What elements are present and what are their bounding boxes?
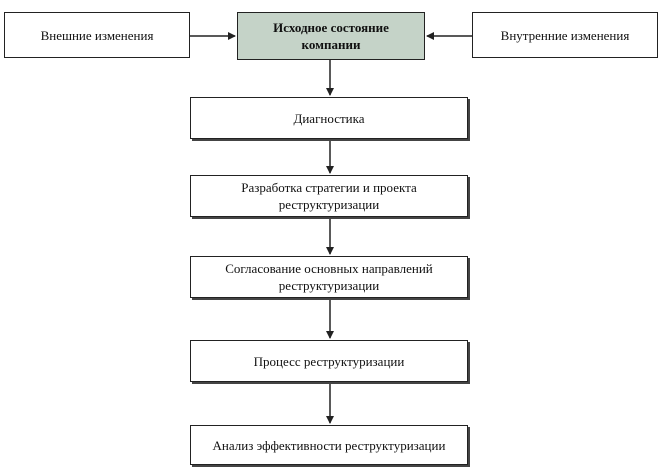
- initial-state-label: Исходное состояние компании: [273, 20, 389, 52]
- internal-changes-label: Внутренние изменения: [500, 27, 630, 43]
- step-diagnostics-box: Диагностика: [190, 97, 468, 139]
- step-strategy-box: Разработка стратегии и проекта реструкту…: [190, 175, 468, 217]
- internal-changes-box: Внутренние изменения: [472, 12, 658, 58]
- step-diagnostics-label: Диагностика: [293, 110, 365, 126]
- step-process-label: Процесс реструктуризации: [253, 353, 405, 369]
- initial-state-box: Исходное состояние компании: [237, 12, 425, 60]
- step-agreement-box: Согласование основных направлений рестру…: [190, 256, 468, 298]
- step-process-box: Процесс реструктуризации: [190, 340, 468, 382]
- step-agreement-label: Согласование основных направлений рестру…: [225, 261, 433, 293]
- external-changes-label: Внешние изменения: [40, 27, 154, 43]
- step-analysis-box: Анализ эффективности реструктуризации: [190, 425, 468, 465]
- external-changes-box: Внешние изменения: [4, 12, 190, 58]
- step-strategy-label: Разработка стратегии и проекта реструкту…: [241, 180, 417, 212]
- step-analysis-label: Анализ эффективности реструктуризации: [212, 437, 446, 453]
